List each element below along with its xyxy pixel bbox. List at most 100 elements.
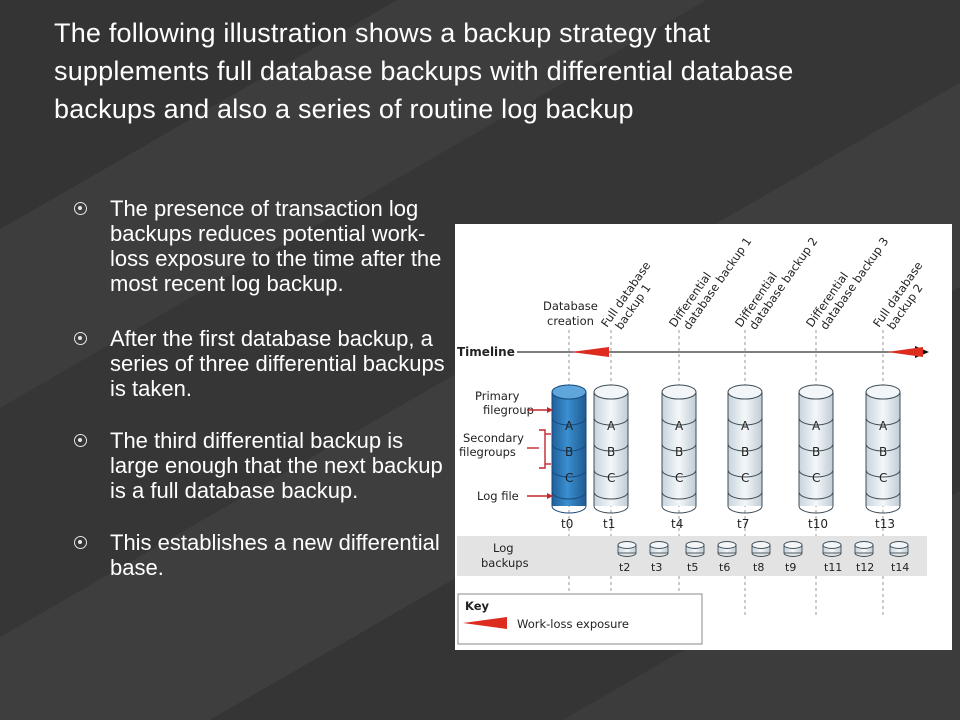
cylinder-rim <box>593 491 629 500</box>
cylinder-rim <box>551 417 587 426</box>
cylinder-bottom <box>727 505 763 514</box>
log-backup-cylinder-top <box>783 541 803 549</box>
cylinder-rim <box>551 491 587 500</box>
log-backup-item: t6 <box>717 541 737 574</box>
log-backup-time-label: t14 <box>891 561 909 574</box>
timeline-label: Timeline <box>457 345 515 359</box>
log-backup-cylinder-bottom <box>889 552 909 557</box>
log-backup-item: t5 <box>685 541 705 574</box>
circle-bullet-icon <box>74 536 87 549</box>
log-backup-time-label: t9 <box>785 561 796 574</box>
cylinder-segment-label: B <box>812 445 820 459</box>
primary-filegroup-label: Primary <box>475 389 520 403</box>
bullet-text: After the first database backup, a serie… <box>110 326 445 401</box>
cylinder-top <box>593 384 629 400</box>
log-backup-cylinder-bottom <box>617 552 637 557</box>
cylinder-top <box>798 384 834 400</box>
cylinder-segment-label: A <box>812 419 821 433</box>
cylinder-rim <box>661 491 697 500</box>
connector-arrow <box>547 493 553 499</box>
log-backup-item: t12 <box>854 541 874 574</box>
cylinder-bottom <box>798 505 834 514</box>
bullet-item: After the first database backup, a serie… <box>74 326 454 401</box>
log-backup-item: t11 <box>822 541 842 574</box>
secondary-filegroups-label: filegroups <box>459 445 516 459</box>
cylinder-rim <box>551 469 587 478</box>
cylinder-segment-label: A <box>565 419 574 433</box>
cylinder-segment-label: A <box>675 419 684 433</box>
connector-arrow <box>547 407 553 413</box>
cylinder-rim <box>865 469 901 478</box>
cylinder-top <box>727 384 763 400</box>
cylinder-rim <box>661 443 697 452</box>
log-backup-cylinder-top <box>854 541 874 549</box>
log-backup-time-label: t8 <box>753 561 764 574</box>
cylinder-bottom <box>865 505 901 514</box>
bullet-list: The presence of transaction log backups … <box>74 196 454 607</box>
key-work-loss-icon <box>463 617 507 629</box>
secondary-bracket <box>539 429 546 469</box>
cylinder-top <box>661 384 697 400</box>
cylinder-rim <box>865 491 901 500</box>
cylinder-rim <box>798 417 834 426</box>
event-label: creation <box>547 314 594 328</box>
circle-bullet-icon <box>74 434 87 447</box>
log-backup-cylinder-bottom <box>854 552 874 557</box>
cylinder-rim <box>551 443 587 452</box>
cylinder-segment-label: C <box>812 471 820 485</box>
time-label: t4 <box>671 517 683 531</box>
log-backup-item: t2 <box>617 541 637 574</box>
log-backup-item: t14 <box>889 541 909 574</box>
log-backup-cylinder-bottom <box>649 552 669 557</box>
cylinder-segment-label: B <box>607 445 615 459</box>
event-label: Database <box>543 299 598 313</box>
cylinder-rim <box>727 417 763 426</box>
cylinder-top <box>551 384 587 400</box>
work-loss-wedge <box>571 347 609 357</box>
cylinder-rim <box>798 491 834 500</box>
cylinder-rim <box>661 417 697 426</box>
cylinder-rim <box>661 469 697 478</box>
cylinder-rim <box>593 417 629 426</box>
cylinder-rim <box>865 417 901 426</box>
log-backup-cylinder-top <box>717 541 737 549</box>
cylinder-segment-label: B <box>741 445 749 459</box>
log-backup-cylinder-top <box>649 541 669 549</box>
time-label: t10 <box>808 517 828 531</box>
cylinder-rim <box>727 491 763 500</box>
cylinder-segment-label: B <box>565 445 573 459</box>
log-backup-item: t8 <box>751 541 771 574</box>
log-backup-cylinder-bottom <box>783 552 803 557</box>
log-backup-cylinder-bottom <box>717 552 737 557</box>
cylinder-rim <box>593 443 629 452</box>
secondary-filegroups-label: Secondary <box>463 431 524 445</box>
slide-title: The following illustration shows a backu… <box>54 18 794 124</box>
cylinder-top <box>865 384 901 400</box>
log-backup-cylinder-top <box>617 541 637 549</box>
circle-bullet-icon <box>74 332 87 345</box>
cylinder-rim <box>865 443 901 452</box>
cylinder-bottom <box>551 505 587 514</box>
cylinder-segment-label: C <box>879 471 887 485</box>
key-item-label: Work-loss exposure <box>517 617 629 631</box>
log-backup-time-label: t2 <box>619 561 630 574</box>
bullet-item: This establishes a new differential base… <box>74 530 454 580</box>
cylinder-segment-label: C <box>741 471 749 485</box>
cylinder-segment-label: A <box>879 419 888 433</box>
cylinder-segment-label: C <box>565 471 573 485</box>
log-backup-time-label: t3 <box>651 561 662 574</box>
cylinder-rim <box>593 469 629 478</box>
cylinder-segment-label: C <box>607 471 615 485</box>
cylinder-rim <box>798 443 834 452</box>
bullet-text: This establishes a new differential base… <box>110 530 440 580</box>
log-backup-time-label: t6 <box>719 561 730 574</box>
primary-filegroup-label: filegroup <box>483 403 534 417</box>
log-backup-cylinder-bottom <box>822 552 842 557</box>
